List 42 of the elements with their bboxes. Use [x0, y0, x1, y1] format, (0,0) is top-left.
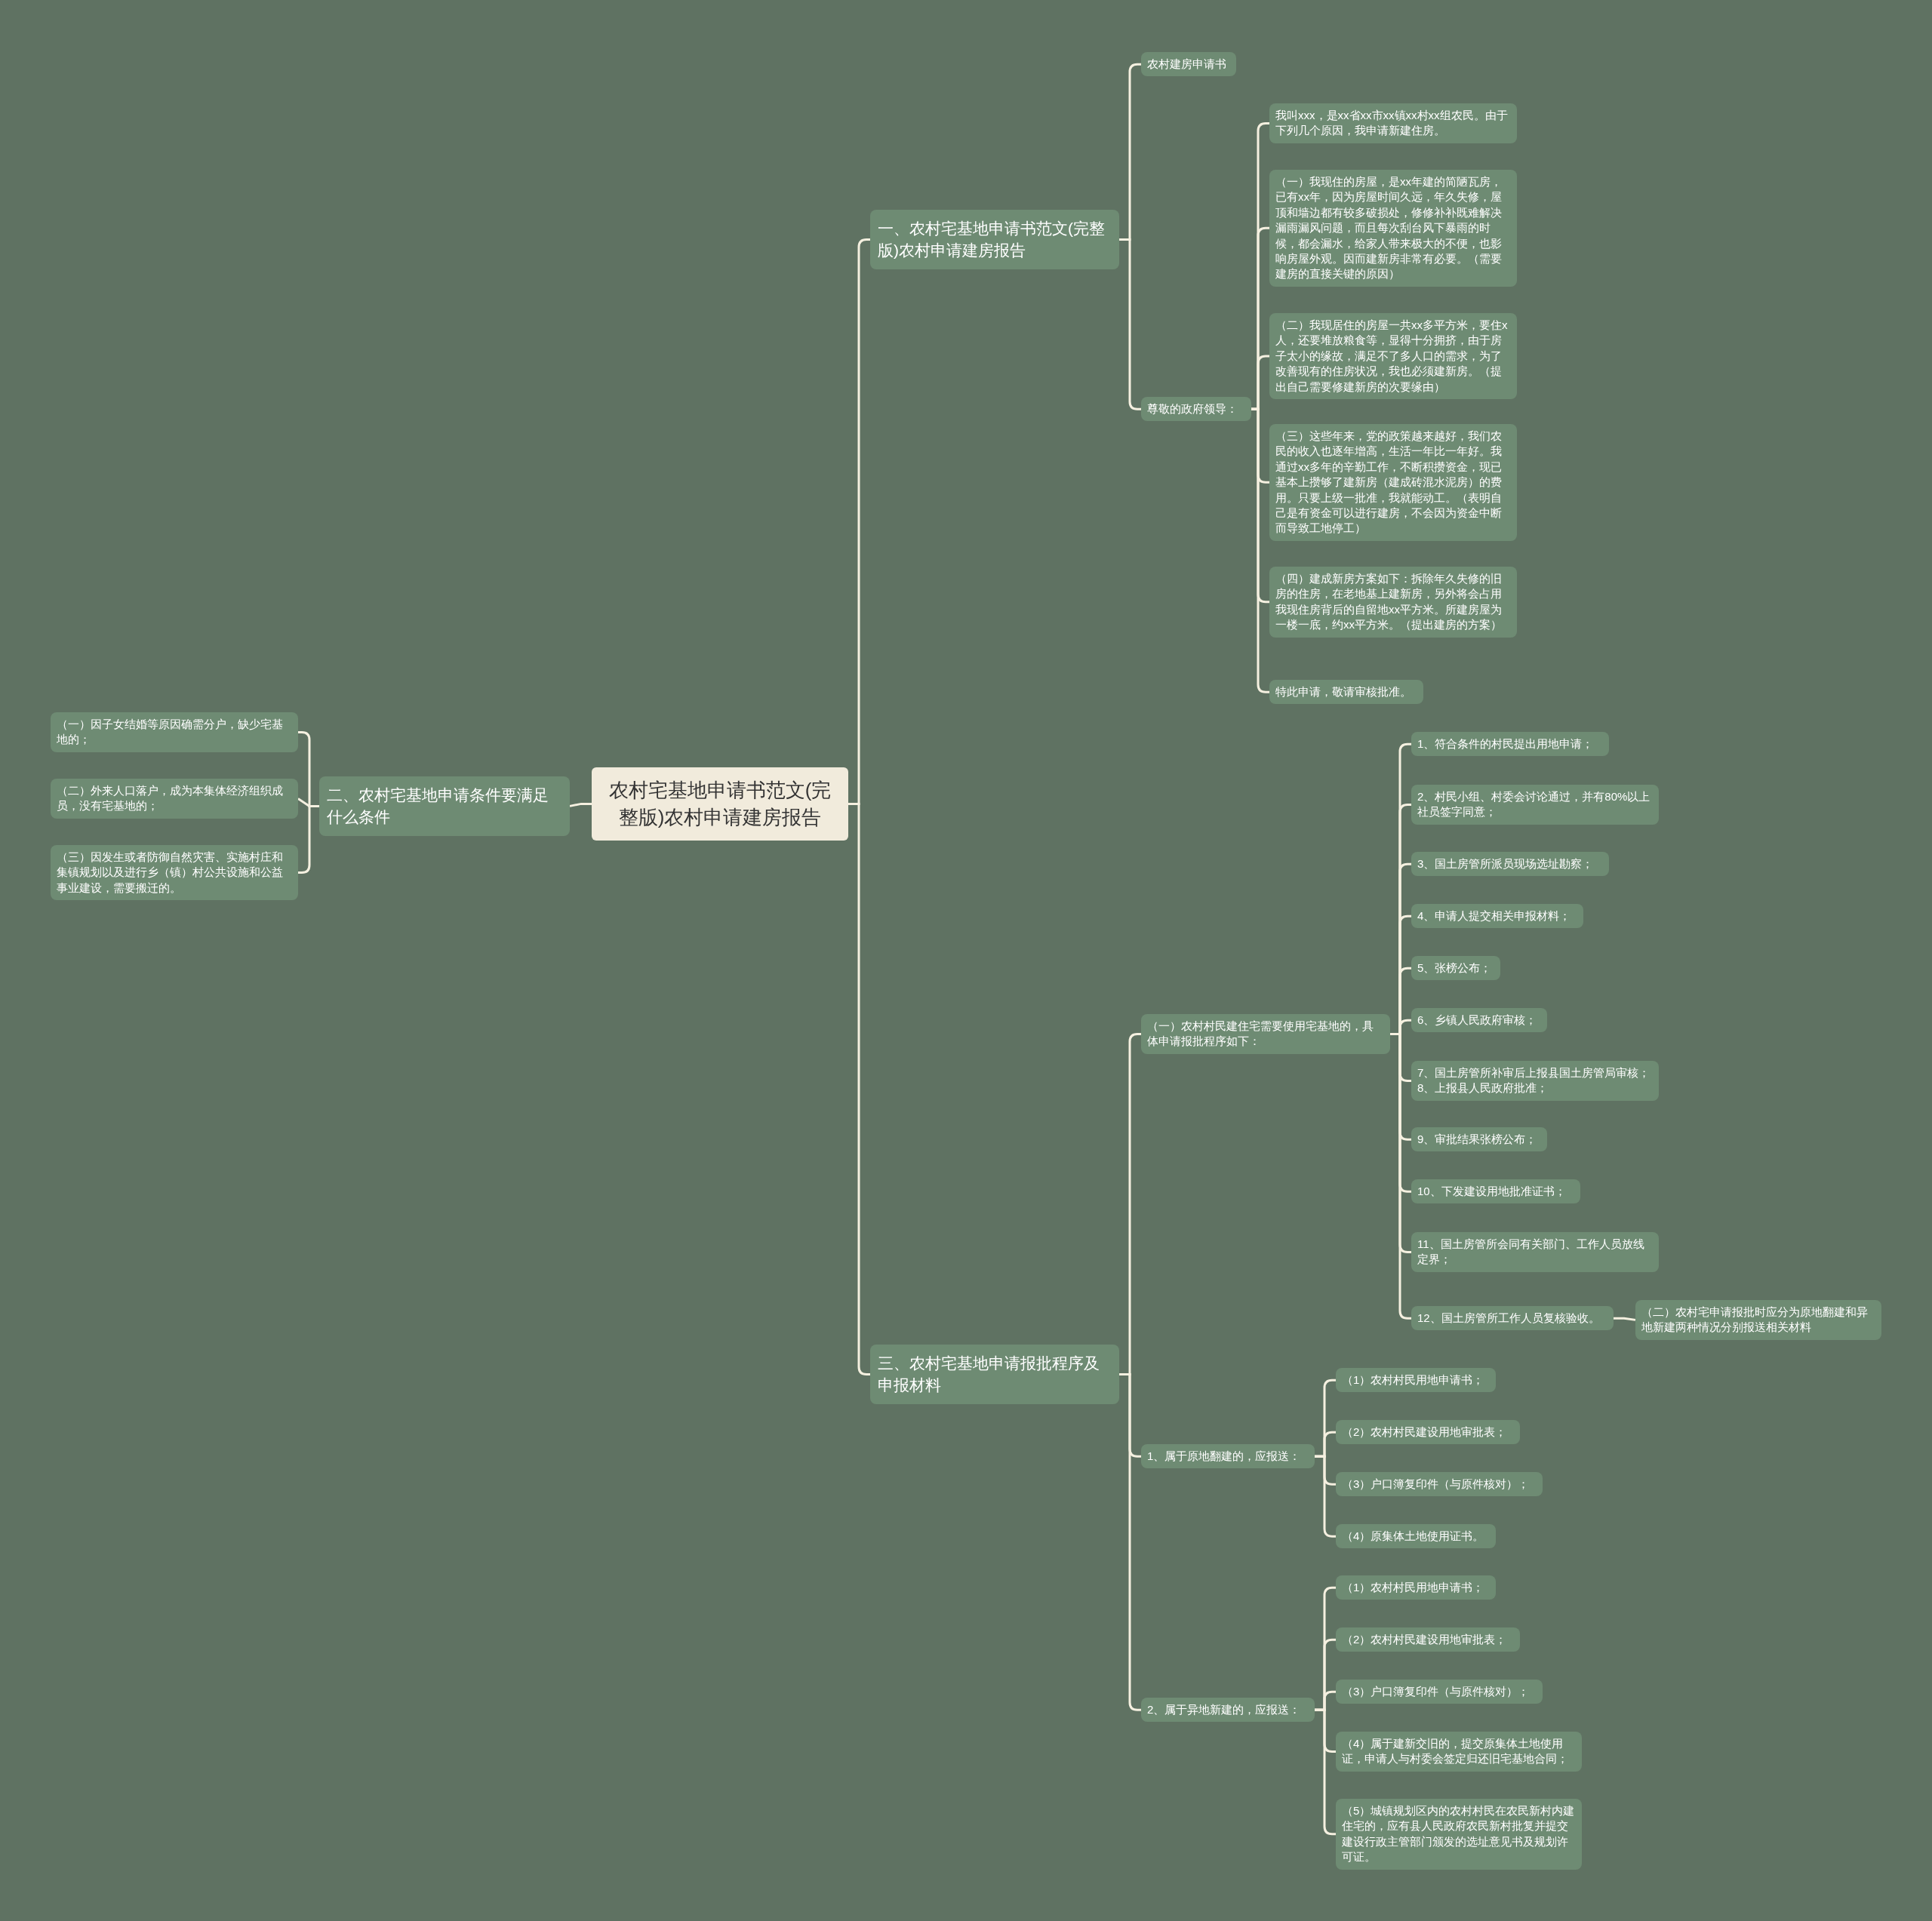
topic-box: （2）农村村民建设用地审批表； [1336, 1420, 1520, 1445]
topic-box: 5、张榜公布； [1411, 956, 1500, 981]
topic-box: （一）农村村民建住宅需要使用宅基地的，具体申请报批程序如下： [1141, 1014, 1390, 1054]
topic-box: （3）户口簿复印件（与原件核对）； [1336, 1680, 1543, 1704]
topic-box: （1）农村村民用地申请书； [1336, 1575, 1496, 1600]
topic-box: 农村建房申请书 [1141, 52, 1236, 77]
connector-line [569, 802, 592, 807]
topic-box: 4、申请人提交相关申报材料； [1411, 904, 1583, 929]
topic-box: 2、村民小组、村委会讨论通过，并有80%以上社员签字同意； [1411, 785, 1659, 825]
topic-box: 尊敬的政府领导： [1141, 397, 1251, 422]
topic-box: 10、下发建设用地批准证书； [1411, 1179, 1580, 1204]
branch-topic: 三、农村宅基地申请报批程序及申报材料 [870, 1345, 1119, 1404]
connector-line [1119, 1372, 1141, 1711]
topic-box: 1、符合条件的村民提出用地申请； [1411, 732, 1609, 757]
connector-line [1614, 1317, 1636, 1321]
topic-box: 9、审批结果张榜公布； [1411, 1127, 1547, 1152]
topic-box: 7、国土房管所补审后上报县国土房管局审核；8、上报县人民政府批准； [1411, 1061, 1659, 1101]
topic-box: （5）城镇规划区内的农村村民在农民新村内建住宅的，应有县人民政府农民新村批复并提交建设行政主管部门颁发的选址意见书及规划许可证。 [1336, 1799, 1582, 1870]
branch-topic: 二、农村宅基地申请条件要满足什么条件 [319, 776, 570, 836]
topic-box: 我叫xxx，是xx省xx市xx镇xx村xx组农民。由于下列几个原因，我申请新建住房。 [1269, 103, 1517, 143]
topic-box: 特此申请，敬请审核批准。 [1269, 680, 1423, 705]
topic-box: （二）外来人口落户，成为本集体经济组织成员，没有宅基地的； [51, 779, 298, 819]
topic-box: 2、属于异地新建的，应报送： [1141, 1698, 1315, 1723]
topic-box: （2）农村村民建设用地审批表； [1336, 1627, 1520, 1652]
topic-box: （三）因发生或者防御自然灾害、实施村庄和集镇规划以及进行乡（镇）村公共设施和公益事业建设，需要搬迁的。 [51, 845, 298, 901]
topic-box: （4）原集体土地使用证书。 [1336, 1524, 1496, 1549]
topic-box: （3）户口簿复印件（与原件核对）； [1336, 1472, 1543, 1497]
branch-topic: 一、农村宅基地申请书范文(完整版)农村申请建房报告 [870, 210, 1119, 269]
topic-box: （4）属于建新交旧的，提交原集体土地使用证，申请人与村委会签定归还旧宅基地合同； [1336, 1732, 1582, 1772]
topic-box: 1、属于原地翻建的，应报送： [1141, 1444, 1315, 1469]
topic-box: （一）因子女结婚等原因确需分户，缺少宅基地的； [51, 712, 298, 752]
topic-box: （四）建成新房方案如下：拆除年久失修的旧房的住房，在老地基上建新房，另外将会占用我现住房背后的自留地xx平方米。所建房屋为一楼一底，约xx平方米。（提出建房的方案） [1269, 567, 1517, 638]
topic-box: （1）农村村民用地申请书； [1336, 1368, 1496, 1393]
topic-box: （二）我现居住的房屋一共xx多平方米，要住x人，还要堆放粮食等，显得十分拥挤，由于房子太小的缘故，满足不了多人口的需求，为了改善现有的住房状况，我也必须建新房。（提出自己需要修建新房的次要缘由） [1269, 313, 1517, 399]
topic-box: 11、国土房管所会同有关部门、工作人员放线定界； [1411, 1232, 1659, 1272]
topic-box: （三）这些年来，党的政策越来越好，我们农民的收入也逐年增高，生活一年比一年好。我通过xx多年的辛勤工作，不断积攒资金，现已基本上攒够了建新房（建成砖混水泥房）的费用。只要上级一批准，我就能动工。（表明自己是有资金可以进行建房，不会因为资金中断而导致工地停工） [1269, 424, 1517, 541]
topic-box: 3、国土房管所派员现场选址勘察； [1411, 852, 1609, 877]
topic-box: （一）我现住的房屋，是xx年建的简陋瓦房，已有xx年，因为房屋时间久远，年久失修，屋顶和墙边都有较多破损处，修修补补既难解决漏雨漏风问题，而且每次刮台风下暴雨的时候，都会漏水，给家人带来极大的不便，也影响房屋外观。因而建新房非常有必要。（需要建房的直接关键的原因） [1269, 170, 1517, 287]
topic-box: 6、乡镇人民政府审核； [1411, 1008, 1547, 1033]
topic-box: （二）农村宅申请报批时应分为原地翻建和异地新建两种情况分别报送相关材料 [1635, 1300, 1881, 1340]
topic-box: 12、国土房管所工作人员复核验收。 [1411, 1306, 1614, 1331]
central-topic: 农村宅基地申请书范文(完整版)农村申请建房报告 [592, 767, 848, 841]
